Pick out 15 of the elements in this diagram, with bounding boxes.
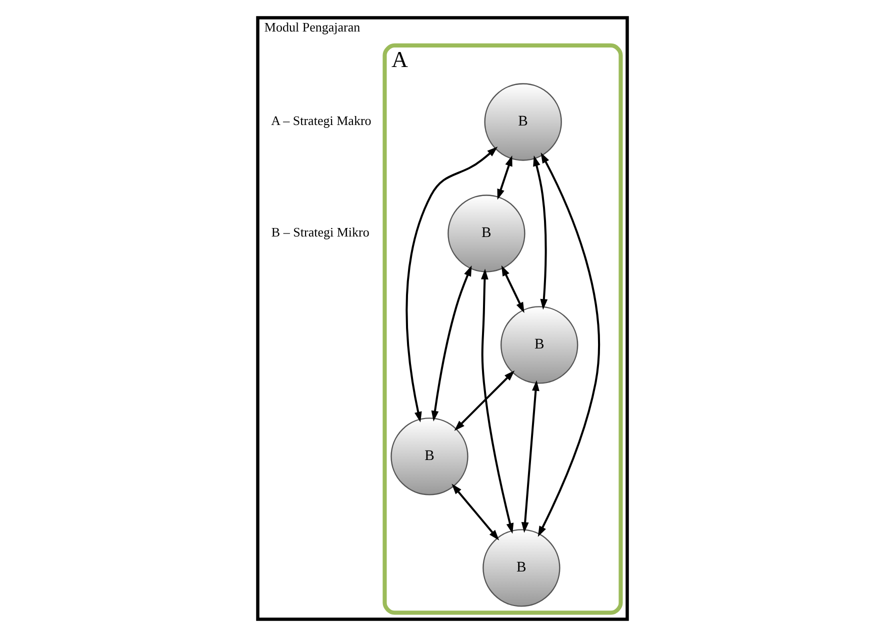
arrow <box>430 266 472 422</box>
node-circle: B <box>500 306 578 384</box>
arrow <box>532 156 548 310</box>
arrow <box>405 146 498 422</box>
arrow <box>500 265 524 313</box>
arrow <box>537 152 600 537</box>
arrow <box>480 268 514 534</box>
arrow <box>520 380 539 533</box>
arrow <box>451 484 499 540</box>
node-circle: B <box>447 194 525 272</box>
node-circle: B <box>484 83 562 161</box>
label: B – Strategi Mikro <box>270 224 369 240</box>
arrow <box>454 370 514 431</box>
arrow <box>496 156 512 200</box>
label: A – Strategi Makro <box>270 113 371 128</box>
